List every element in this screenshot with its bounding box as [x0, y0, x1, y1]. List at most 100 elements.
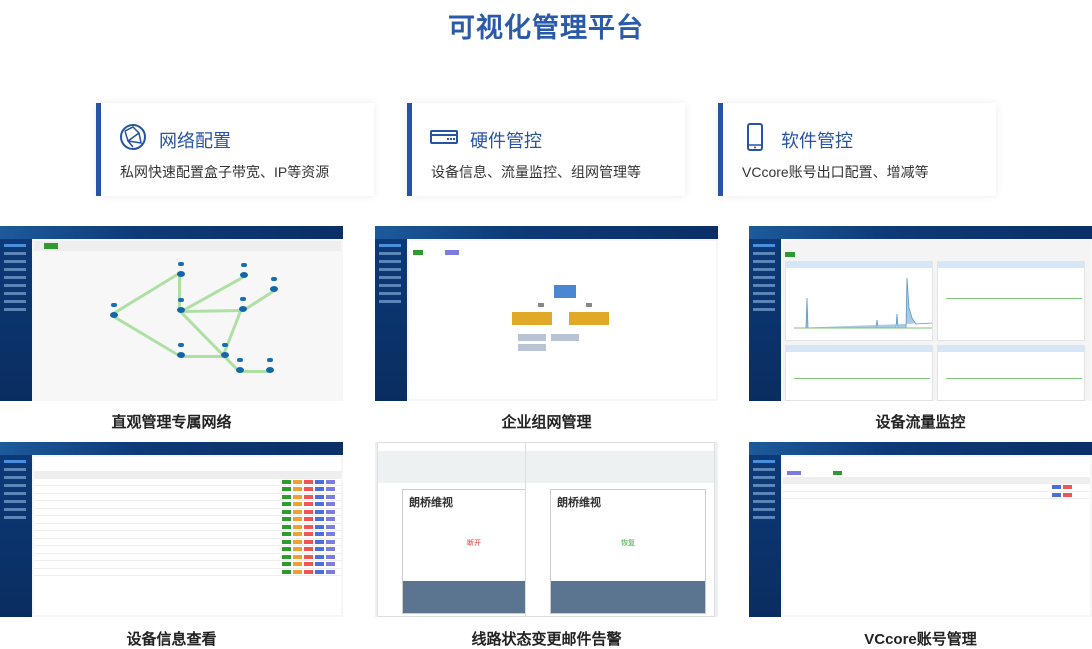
action-button[interactable]	[282, 539, 291, 544]
cloud-icon	[178, 343, 184, 347]
cloud-icon	[237, 358, 243, 362]
action-button[interactable]	[304, 494, 313, 499]
action-button[interactable]	[304, 547, 313, 552]
action-button[interactable]	[326, 539, 335, 544]
action-button[interactable]	[315, 569, 324, 574]
action-button[interactable]	[282, 562, 291, 567]
action-button[interactable]	[326, 494, 335, 499]
table-row	[34, 531, 341, 539]
action-button[interactable]	[304, 569, 313, 574]
action-button[interactable]	[326, 554, 335, 559]
action-button[interactable]	[293, 569, 302, 574]
action-button[interactable]	[293, 524, 302, 529]
action-button[interactable]	[282, 547, 291, 552]
alert-email-down: 朗桥维视 断开	[377, 442, 547, 617]
action-button[interactable]	[293, 547, 302, 552]
action-button[interactable]	[315, 479, 324, 484]
router-icon[interactable]	[236, 367, 244, 373]
action-button[interactable]	[315, 532, 324, 537]
mobile-phone-icon	[747, 123, 763, 151]
action-button[interactable]	[282, 487, 291, 492]
feature-card-software: 软件管控 VCcore账号出口配置、增减等	[718, 103, 996, 196]
action-button[interactable]	[315, 487, 324, 492]
action-button[interactable]	[282, 554, 291, 559]
router-icon[interactable]	[221, 352, 229, 358]
action-button[interactable]	[315, 554, 324, 559]
action-button[interactable]	[326, 569, 335, 574]
action-button[interactable]	[326, 487, 335, 492]
table-row	[34, 479, 341, 486]
status-down: 断开	[467, 540, 481, 547]
action-button[interactable]	[304, 487, 313, 492]
action-button[interactable]	[293, 517, 302, 522]
action-button[interactable]	[293, 509, 302, 514]
table-row	[34, 509, 341, 516]
action-button[interactable]	[282, 517, 291, 522]
action-button[interactable]	[315, 494, 324, 499]
caption: 设备信息查看	[126, 631, 217, 648]
action-button[interactable]	[293, 539, 302, 544]
action-button[interactable]	[304, 524, 313, 529]
action-button[interactable]	[304, 479, 313, 484]
action-button[interactable]	[326, 479, 335, 484]
action-button[interactable]	[293, 487, 302, 492]
screenshot-network-topology	[0, 226, 343, 401]
action-button[interactable]	[304, 509, 313, 514]
action-button[interactable]	[293, 479, 302, 484]
action-button[interactable]	[293, 532, 302, 537]
action-button[interactable]	[326, 502, 335, 507]
router-icon[interactable]	[177, 352, 185, 358]
action-button[interactable]	[304, 517, 313, 522]
router-icon[interactable]	[266, 367, 274, 373]
table-row	[34, 516, 341, 524]
action-button[interactable]	[315, 547, 324, 552]
action-button[interactable]	[315, 517, 324, 522]
table-row	[34, 539, 341, 546]
screenshot-vccore-accounts	[749, 442, 1092, 617]
action-button[interactable]	[304, 502, 313, 507]
router-icon[interactable]	[177, 271, 185, 277]
action-button[interactable]	[282, 569, 291, 574]
router-icon[interactable]	[239, 306, 247, 312]
router-icon[interactable]	[270, 286, 278, 292]
topology-link	[222, 307, 243, 355]
action-button[interactable]	[293, 562, 302, 567]
table-row	[34, 546, 341, 554]
action-button[interactable]	[282, 532, 291, 537]
action-button[interactable]	[293, 554, 302, 559]
action-button[interactable]	[326, 532, 335, 537]
cloud-icon	[222, 343, 228, 347]
action-button[interactable]	[315, 524, 324, 529]
action-button[interactable]	[315, 562, 324, 567]
action-button[interactable]	[326, 547, 335, 552]
feature-desc: VCcore账号出口配置、增减等	[742, 164, 929, 180]
router-icon[interactable]	[177, 307, 185, 313]
screenshot-email-alerts: 朗桥维视 断开 朗桥维视 恢复	[375, 442, 718, 617]
action-button[interactable]	[282, 494, 291, 499]
action-button[interactable]	[326, 524, 335, 529]
action-button[interactable]	[315, 509, 324, 514]
action-button[interactable]	[282, 479, 291, 484]
router-icon[interactable]	[110, 312, 118, 318]
action-button[interactable]	[315, 539, 324, 544]
table-row	[34, 569, 341, 576]
action-button[interactable]	[326, 517, 335, 522]
action-button[interactable]	[315, 502, 324, 507]
topology-link	[243, 289, 276, 312]
action-button[interactable]	[326, 509, 335, 514]
topology-link	[181, 309, 244, 313]
action-button[interactable]	[304, 562, 313, 567]
action-button[interactable]	[293, 502, 302, 507]
topology-link	[112, 315, 181, 358]
feature-heading: 硬件管控	[470, 131, 542, 151]
action-button[interactable]	[304, 554, 313, 559]
router-icon[interactable]	[240, 272, 248, 278]
action-button[interactable]	[293, 494, 302, 499]
action-button[interactable]	[326, 562, 335, 567]
action-button[interactable]	[282, 509, 291, 514]
caption: VCcore账号管理	[864, 631, 977, 648]
action-button[interactable]	[282, 502, 291, 507]
action-button[interactable]	[304, 539, 313, 544]
action-button[interactable]	[282, 524, 291, 529]
action-button[interactable]	[304, 532, 313, 537]
